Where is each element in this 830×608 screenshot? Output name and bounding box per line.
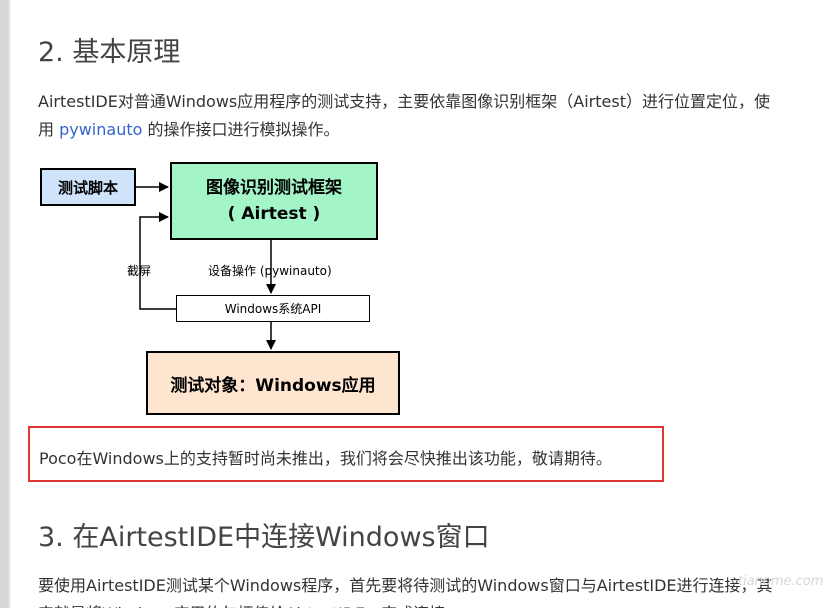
screenshot-label: 截屏 — [127, 264, 152, 278]
windows-api-label: Windows系统API — [224, 302, 322, 316]
intro-paragraph: AirtestIDE对普通Windows应用程序的测试支持，主要依靠图像识别框架… — [38, 88, 783, 144]
image-recognition-framework-box: 图像识别测试框架 ( Airtest ) — [170, 162, 378, 240]
intro-text-part1: AirtestIDE对普通Windows应用程序的测试支持，主要依靠图像识别框架… — [38, 92, 770, 139]
test-target-box: 测试对象：Windows应用 — [146, 351, 400, 415]
section-heading-connect-windows: 3. 在AirtestIDE中连接Windows窗口 — [38, 522, 490, 553]
framework-label-line1: 图像识别测试框架 — [206, 178, 342, 198]
pywinauto-link[interactable]: pywinauto — [59, 120, 143, 139]
left-border — [0, 0, 9, 608]
left-border-inner — [9, 0, 11, 608]
arrow-screenshot-feedback — [139, 212, 176, 310]
notice-text: Poco在Windows上的支持暂时尚未推出，我们将会尽快推出该功能，敬请期待。 — [39, 449, 612, 468]
test-script-label: 测试脚本 — [57, 178, 118, 197]
intro-text-part2: 的操作接口进行模拟操作。 — [142, 120, 340, 139]
device-operation-label: 设备操作 (pywinauto) — [208, 264, 332, 278]
architecture-diagram: 测试脚本 图像识别测试框架 ( Airtest ) 设备操作 (pywinaut… — [38, 158, 410, 420]
section-heading-basic-principle: 2. 基本原理 — [38, 37, 181, 68]
notice-box: Poco在Windows上的支持暂时尚未推出，我们将会尽快推出该功能，敬请期待。 — [28, 426, 664, 482]
watermark: tianome.com — [738, 574, 824, 589]
framework-label-line2: ( Airtest ) — [227, 204, 321, 224]
windows-api-box: Windows系统API — [176, 295, 370, 322]
connect-paragraph: 要使用AirtestIDE测试某个Windows程序，首先要将待测试的Windo… — [38, 576, 773, 608]
diagram-connectors — [136, 182, 276, 350]
test-target-label: 测试对象：Windows应用 — [170, 375, 376, 396]
test-script-box: 测试脚本 — [40, 168, 136, 206]
